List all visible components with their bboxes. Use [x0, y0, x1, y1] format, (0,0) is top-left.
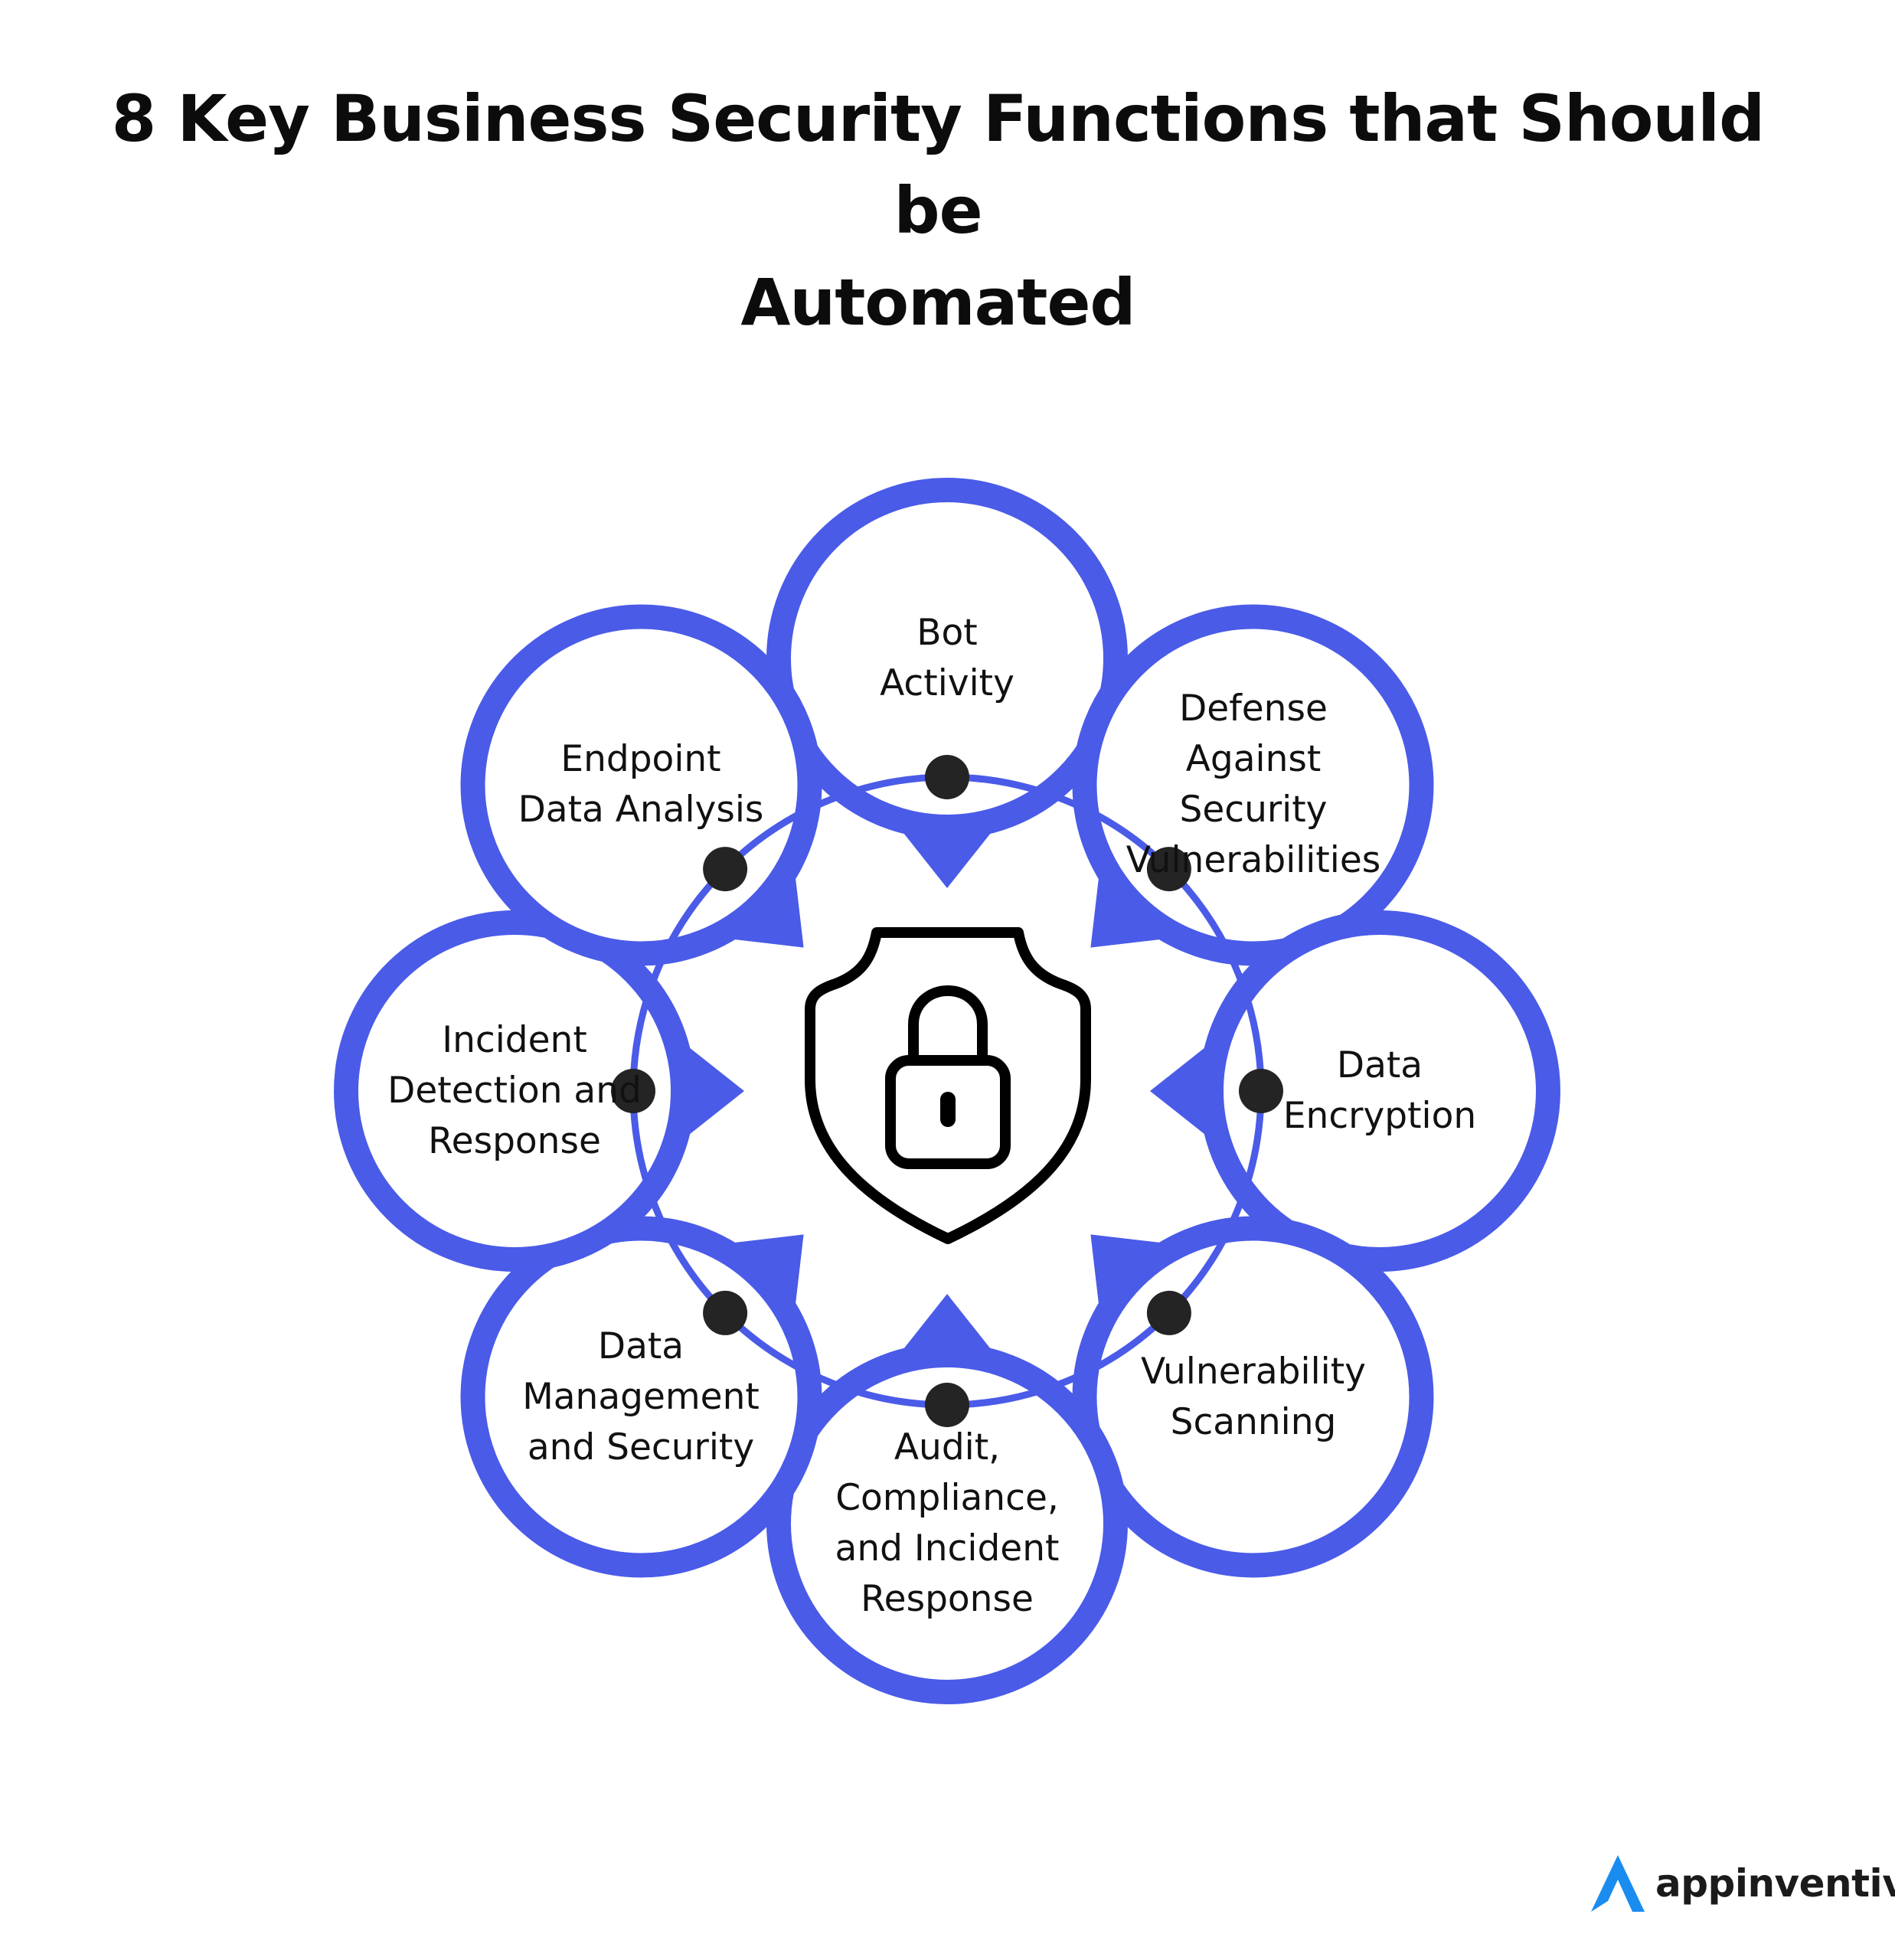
node-label-line: Vulnerabilities	[1126, 839, 1381, 881]
node-circle-data-encryption	[1199, 910, 1560, 1272]
page-title: 8 Key Business Security Functions that S…	[57, 73, 1818, 348]
node-label-line: Compliance,	[835, 1477, 1059, 1519]
ring-dot	[1146, 847, 1191, 892]
ring-dot	[703, 1290, 748, 1335]
node-label-line: Data	[1336, 1044, 1423, 1086]
node-label-line: and Incident	[835, 1527, 1060, 1570]
node-label-line: Response	[428, 1120, 601, 1162]
node-circle-audit-compliance-incident-response	[766, 1343, 1128, 1704]
ring-dot	[611, 1069, 655, 1113]
brand-name: appinventiv	[1655, 1861, 1895, 1906]
lock-body	[885, 1055, 1011, 1169]
node-label-line: Security	[1179, 789, 1328, 831]
shield-outline	[805, 927, 1091, 1244]
lock-shackle	[908, 985, 988, 1066]
node-circle-bot-activity	[766, 478, 1128, 839]
node-label-line: Incident	[442, 1019, 587, 1061]
node-label-line: and Security	[527, 1426, 755, 1468]
node-label-line: Endpoint	[560, 738, 721, 780]
shield-lock-icon	[805, 927, 1091, 1244]
node-label-line: Defense	[1179, 688, 1328, 730]
ring-dot	[925, 755, 969, 799]
ring-dot	[925, 1383, 969, 1427]
page-title-line-2: Automated	[740, 265, 1135, 340]
node-label-line: Activity	[880, 662, 1014, 704]
ring-dot	[1239, 1069, 1283, 1113]
node-label-line: Encryption	[1282, 1095, 1477, 1137]
appinventiv-logo-icon	[1591, 1855, 1645, 1912]
node-label-line: Audit,	[894, 1426, 1001, 1468]
ring-dots	[611, 755, 1283, 1427]
node-circle-incident-detection-and-response	[334, 910, 695, 1272]
node-label-line: Vulnerability	[1141, 1351, 1366, 1393]
node-label-line: Response	[861, 1578, 1034, 1620]
ring-dot	[1146, 1290, 1191, 1335]
node-label-line: Data Analysis	[518, 789, 764, 831]
node-label-line: Management	[522, 1376, 760, 1418]
brand-logo: appinventiv	[1585, 1849, 1895, 1918]
node-label-line: Detection and	[387, 1070, 642, 1112]
node-label-line: Scanning	[1170, 1401, 1337, 1443]
ring-dot	[703, 847, 748, 892]
node-label-line: Bot	[916, 612, 978, 654]
page-title-line-1: 8 Key Business Security Functions that S…	[111, 81, 1765, 248]
function-nodes	[334, 478, 1560, 1704]
node-label-line: Against	[1185, 738, 1322, 780]
node-label-line: Data	[597, 1325, 684, 1367]
